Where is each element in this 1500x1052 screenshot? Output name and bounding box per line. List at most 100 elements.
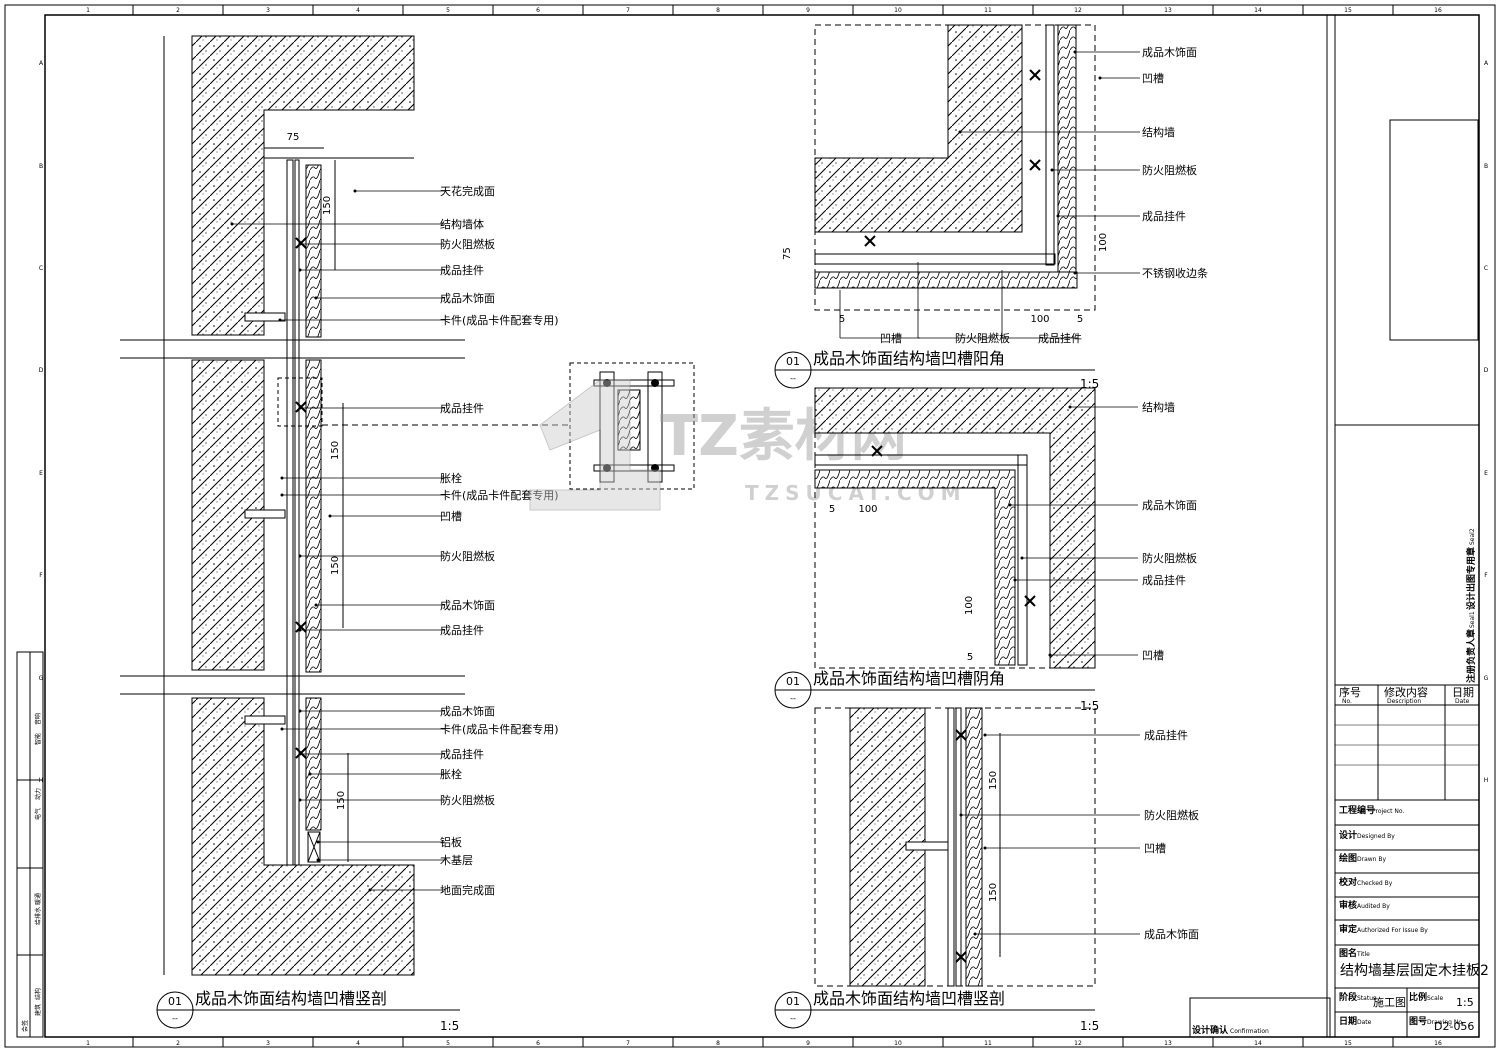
designed-label: 设计	[1339, 829, 1357, 841]
detail-scale: 1:5	[1080, 699, 1099, 713]
callout-label: 成品挂件	[440, 623, 484, 637]
design-confirmation-box: 设计确认 Confirmation	[1189, 997, 1331, 1038]
title-block: 设计出图专用章 Seal2 注册负责人章 Seal1 序号 No. 修改内容 D…	[1326, 15, 1489, 1037]
dimension-value: 5	[967, 652, 973, 663]
grid-row-label: E	[1484, 470, 1488, 477]
grid-col-label: 6	[536, 1040, 540, 1047]
detail-left-title: 01 -- 成品木饰面结构墙凹槽竖剖 1:5	[156, 989, 460, 1033]
dimension-value: 100	[1030, 314, 1049, 325]
callout-label: 胀栓	[440, 767, 462, 781]
date-label: 日期	[1339, 1015, 1357, 1027]
clip-enlarged-detail	[569, 362, 695, 490]
callout-label: 成品木饰面	[1142, 498, 1197, 512]
drawn-label: 绘图	[1339, 852, 1357, 864]
callout-label: 天花完成面	[440, 184, 495, 198]
callout-label: 防火阻燃板	[1142, 163, 1197, 177]
grid-row-label: F	[39, 572, 43, 579]
callout-label: 防火阻燃板	[1144, 808, 1199, 822]
rev-no-label-en: No.	[1342, 698, 1352, 705]
grid-col-label: 1	[86, 7, 90, 14]
status-label: 阶段	[1339, 991, 1358, 1003]
drawn-label-en: Drawn By	[1357, 856, 1386, 863]
project-no-label: 工程编号	[1339, 804, 1375, 816]
callout-label: 成品挂件	[1038, 331, 1082, 345]
detail-title: 成品木饰面结构墙凹槽阴角	[813, 669, 1005, 688]
callout-label: 成品木饰面	[1144, 927, 1199, 941]
callout-label: 铝板	[440, 835, 462, 849]
callout-label: 结构墙	[1142, 125, 1175, 139]
callout-label: 成品木饰面	[1142, 45, 1197, 59]
callout-label: 成品木饰面	[440, 704, 495, 718]
designed-label-en: Designed By	[1357, 833, 1395, 840]
grid-col-label: 11	[984, 7, 992, 14]
grid-row-label: H	[1484, 777, 1489, 784]
detail-number: 01	[786, 355, 800, 368]
dimension-value: 150	[988, 883, 999, 902]
grid-row-label: C	[39, 265, 43, 272]
dimension-value: 150	[330, 441, 341, 460]
callout-label: 成品挂件	[440, 401, 484, 415]
audited-label-en: Audited By	[1357, 903, 1390, 910]
sign-off-cell: 电气	[34, 808, 42, 820]
callout-label: 成品挂件	[440, 747, 484, 761]
rev-date-label-en: Date	[1455, 698, 1470, 705]
authorized-label: 审定	[1339, 923, 1358, 935]
sign-off-cell: 会签	[21, 1020, 29, 1032]
grid-col-label: 7	[626, 7, 630, 14]
grid-col-label: 2	[176, 7, 180, 14]
grid-row-label: B	[1484, 163, 1488, 170]
project-no-label-en: Project No.	[1372, 808, 1404, 815]
grid-row-label: D	[1484, 367, 1489, 374]
authorized-label-en: Authorized For Issue By	[1357, 927, 1428, 934]
detail-number: 01	[786, 995, 800, 1008]
scale-value: 1:5	[1456, 996, 1474, 1009]
grid-col-label: 13	[1164, 1040, 1172, 1047]
grid-col-label: 8	[716, 7, 720, 14]
grid-col-label: 13	[1164, 7, 1172, 14]
dimension-value: 150	[330, 556, 341, 575]
grid-col-label: 12	[1074, 7, 1082, 14]
checked-label-en: Checked By	[1357, 880, 1393, 887]
rev-desc-label-en: Description	[1387, 698, 1421, 705]
sign-off-cell: 建筑	[34, 1004, 42, 1016]
grid-col-label: 16	[1434, 7, 1442, 14]
callout-label: 成品木饰面	[440, 291, 495, 305]
seal2-label-en: Seal2	[1469, 528, 1476, 545]
grid-col-label: 16	[1434, 1040, 1442, 1047]
title-label: 图名	[1339, 947, 1357, 959]
callout-label: 凹槽	[880, 332, 902, 345]
seal1-label: 注册负责人章	[1465, 629, 1477, 683]
callout-label: 成品挂件	[1142, 573, 1186, 587]
seal1-label-en: Seal1	[1469, 611, 1476, 628]
detail-scale: 1:5	[440, 1019, 459, 1033]
grid-row-label: A	[1484, 60, 1489, 67]
rev-no-label: 序号	[1339, 685, 1361, 699]
grid-col-label: 10	[894, 1040, 902, 1047]
grid-col-label: 5	[446, 1040, 450, 1047]
title-label-en: Title	[1356, 951, 1370, 958]
rev-desc-label: 修改内容	[1384, 685, 1428, 699]
dimension-value: 150	[322, 196, 333, 215]
dimension-value: 100	[1098, 233, 1109, 252]
callout-label: 防火阻燃板	[440, 549, 495, 563]
checked-label: 校对	[1339, 876, 1357, 888]
dimension-value: 150	[988, 771, 999, 790]
grid-col-label: 5	[446, 7, 450, 14]
callout-label: 成品挂件	[1142, 209, 1186, 223]
dimension-value: 5	[1077, 314, 1083, 325]
callout-label: 凹槽	[1144, 842, 1166, 855]
grid-col-label: 15	[1344, 7, 1352, 14]
callout-label: 结构墙体	[440, 217, 484, 231]
callout-label: 防火阻燃板	[1142, 551, 1197, 565]
callout-label: 地面完成面	[440, 883, 495, 897]
dimension-value: 75	[782, 247, 793, 260]
callout-label: 胀栓	[440, 471, 462, 485]
grid-col-label: 4	[356, 1040, 360, 1047]
sign-off-cell: 音响	[34, 713, 42, 725]
detail-inner-corner-title: 01 -- 成品木饰面结构墙凹槽阴角 1:5	[774, 669, 1099, 713]
grid-col-label: 15	[1344, 1040, 1352, 1047]
